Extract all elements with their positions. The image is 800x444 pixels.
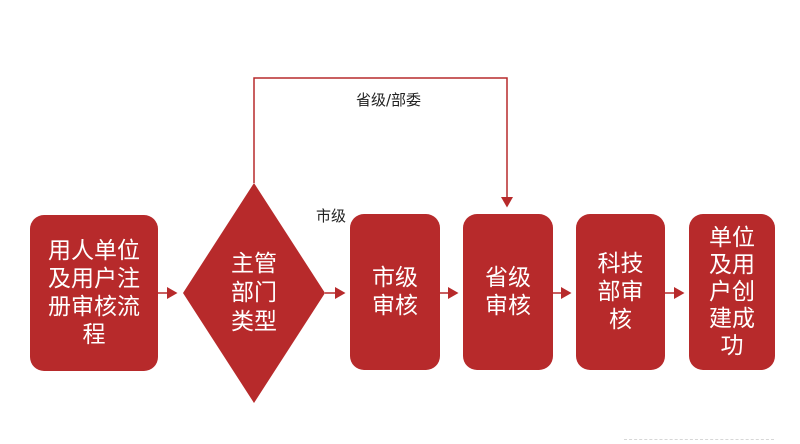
node-decision-label: 主管 部门 类型 [231,251,277,335]
node-city-review: 市级 审核 [350,214,440,370]
edge-label-province: 省级/部委 [356,91,422,109]
decision-diamond [183,183,325,403]
node-start: 用人单位 及用户注 册审核流 程 [30,215,158,371]
edge-label-city: 市级 [316,207,347,225]
node-start-label: 用人单位 及用户注 册审核流 程 [48,238,140,348]
node-province-review: 省级 审核 [463,214,553,370]
node-end: 单位 及用 户创 建成 功 [689,214,775,370]
node-ministry-review: 科技 部审 核 [576,214,665,370]
node-end-label: 单位 及用 户创 建成 功 [709,224,755,359]
node-province-label: 省级 审核 [485,265,531,319]
arrow-decision-to-province [253,77,513,208]
footer-divider [624,439,774,442]
node-ministry-label: 科技 部审 核 [597,251,644,333]
node-city-label: 市级 审核 [372,265,418,319]
